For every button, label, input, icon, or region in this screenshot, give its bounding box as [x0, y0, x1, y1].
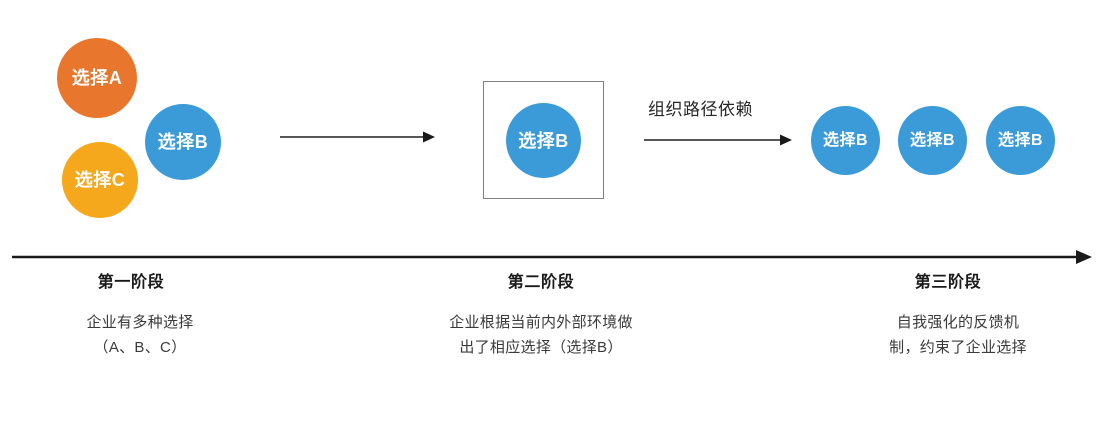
option-a-circle: 选择A — [57, 38, 137, 118]
locked-option-b-label-3: 选择B — [997, 131, 1044, 149]
stage-2-description: 企业根据当前内外部环境做 出了相应选择（选择B） — [449, 310, 633, 360]
timeline-axis — [12, 249, 1092, 265]
stage-3-desc-line-2: 制，约束了企业选择 — [889, 339, 1027, 356]
arrow-stage2-to-stage3 — [644, 133, 792, 147]
stage-2-desc-line-1: 企业根据当前内外部环境做 — [449, 314, 633, 331]
locked-option-b-circle-2: 选择B — [898, 106, 967, 175]
stage-1-title: 第一阶段 — [97, 274, 165, 291]
locked-option-b-circle-1: 选择B — [811, 106, 880, 175]
locked-option-b-circle-3: 选择B — [986, 106, 1055, 175]
selected-option-b-label: 选择B — [518, 130, 569, 151]
option-c-label: 选择C — [74, 170, 126, 190]
stage-3-desc-line-1: 自我强化的反馈机 — [896, 314, 1020, 331]
stage-1-desc-line-1: 企业有多种选择 — [86, 314, 194, 331]
stage-2-title: 第二阶段 — [507, 274, 575, 291]
stage-3-title: 第三阶段 — [914, 274, 982, 291]
option-a-label: 选择A — [71, 68, 123, 88]
locked-option-b-label-1: 选择B — [822, 131, 869, 149]
arrow-stage1-to-stage2 — [280, 130, 435, 144]
option-b-label: 选择B — [157, 132, 209, 152]
locked-option-b-label-2: 选择B — [909, 131, 956, 149]
option-c-circle: 选择C — [62, 142, 138, 218]
selected-option-b-circle: 选择B — [506, 103, 581, 178]
option-b-circle: 选择B — [145, 104, 221, 180]
path-dependence-label: 组织路径依赖 — [648, 100, 753, 119]
stage-2-desc-line-2: 出了相应选择（选择B） — [459, 339, 623, 356]
stage-1-description: 企业有多种选择 （A、B、C） — [86, 310, 193, 360]
stage-3-description: 自我强化的反馈机 制，约束了企业选择 — [889, 310, 1027, 360]
stage-1-desc-line-2: （A、B、C） — [93, 339, 187, 356]
